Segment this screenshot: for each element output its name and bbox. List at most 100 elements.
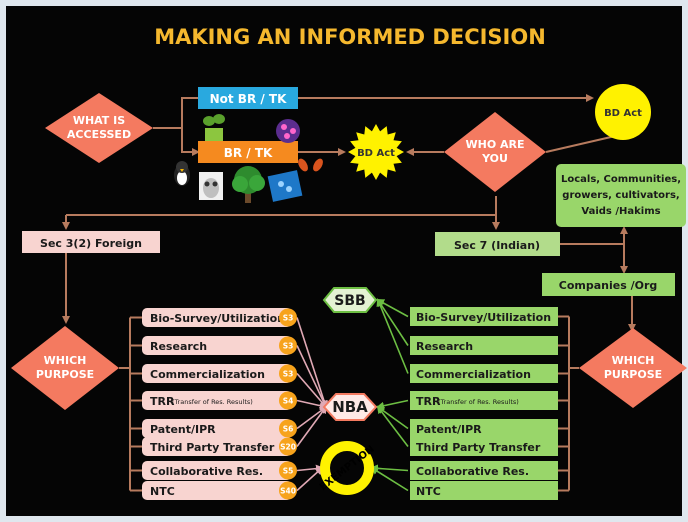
arrow-to-authority — [376, 405, 409, 447]
which-purpose-left-line2: PURPOSE — [36, 368, 94, 381]
arrow-to-authority — [296, 466, 324, 492]
purpose-label: NTC — [150, 485, 175, 498]
arrow-to-authority — [296, 405, 328, 447]
left-purpose-collaborative-res: Collaborative Res. S5 — [142, 461, 297, 480]
left-purpose-patent-ipr: Patent/IPR S6 — [142, 419, 297, 438]
bd-act-circle-right: BD Act — [595, 84, 651, 140]
bd-act-center-label: BD Act — [357, 148, 395, 159]
purpose-sublabel: (Transfer of Res. Results) — [172, 398, 253, 406]
nba-label: NBA — [332, 398, 368, 416]
sbb-arrows — [370, 298, 409, 492]
right-purpose-patent-ipr: Patent/IPR — [410, 419, 558, 438]
right-purpose-trr: TRR(Transfer of Res. Results) — [410, 391, 558, 410]
arrow-to-authority — [376, 298, 409, 374]
who-are-you-line1: WHO ARE — [465, 138, 524, 151]
connectors — [62, 94, 636, 332]
locals-line1: Locals, Communities, — [561, 174, 681, 185]
purpose-box — [410, 461, 558, 480]
purpose-label: Patent/IPR — [416, 423, 482, 436]
arrow-to-authority — [376, 298, 409, 346]
purpose-label: Research — [416, 340, 473, 353]
right-purpose-third-party-transfer: Third Party Transfer — [410, 437, 558, 456]
which-purpose-diamond-left: WHICH PURPOSE — [11, 326, 119, 410]
which-purpose-right-line2: PURPOSE — [604, 368, 662, 381]
molecule-icon — [276, 119, 300, 143]
arrow-to-authority — [296, 464, 324, 473]
purpose-brackets — [119, 315, 579, 492]
sec-indian-box: Sec 7 (Indian) — [435, 232, 560, 256]
purpose-label: Commercialization — [150, 368, 265, 381]
purpose-box — [410, 419, 558, 438]
who-are-you-line2: YOU — [481, 152, 508, 165]
purpose-box — [142, 437, 292, 456]
purpose-label: Bio-Survey/Utilization — [150, 312, 285, 325]
seeds-icon — [298, 158, 323, 172]
purpose-box — [410, 481, 558, 500]
sec-foreign-label: Sec 3(2) Foreign — [40, 237, 142, 250]
arrow-to-authority — [376, 399, 409, 410]
purpose-label: TRR — [150, 395, 175, 408]
not-br-tk-label: Not BR / TK — [210, 92, 288, 106]
purpose-box — [142, 481, 292, 500]
locals-line2: growers, cultivators, — [562, 190, 679, 201]
br-tk-box: BR / TK — [198, 141, 298, 163]
purpose-label: Research — [150, 340, 207, 353]
section-badge — [279, 308, 297, 327]
section-badge-label: S3 — [283, 342, 294, 351]
locals-box: Locals, Communities, growers, cultivator… — [556, 164, 686, 227]
exemption-ring: EXEMPTION — [318, 441, 377, 495]
purpose-sublabel: (Transfer of Res. Results) — [438, 398, 519, 406]
left-purpose-research: Research S3 — [142, 336, 297, 355]
purpose-box — [142, 336, 292, 355]
section-badge — [279, 481, 297, 500]
what-is-accessed-line2: ACCESSED — [67, 128, 131, 141]
purpose-box — [410, 364, 558, 383]
arrow-to-authority — [370, 466, 409, 492]
section-badge — [279, 437, 297, 456]
who-are-you-diamond: WHO ARE YOU — [444, 112, 546, 192]
purpose-box — [142, 391, 292, 410]
section-badge-label: S6 — [283, 425, 294, 434]
which-purpose-right-line1: WHICH — [612, 354, 655, 367]
bd-act-sun-center: BD Act — [348, 124, 404, 180]
purpose-box — [410, 307, 558, 326]
purpose-label: Patent/IPR — [150, 423, 216, 436]
br-tk-label: BR / TK — [224, 146, 273, 160]
purpose-label: TRR — [416, 395, 441, 408]
section-badge — [279, 391, 297, 410]
left-purpose-trr: TRR(Transfer of Res. Results) S4 — [142, 391, 297, 410]
owl-icon — [199, 172, 223, 200]
nba-arrows — [296, 317, 328, 492]
purpose-box — [142, 419, 292, 438]
section-badge-label: S4 — [283, 397, 294, 406]
penguin-icon — [174, 161, 190, 186]
right-purpose-research: Research — [410, 336, 558, 355]
section-badge — [279, 419, 297, 438]
section-badge — [279, 336, 297, 355]
section-badge-label: S5 — [283, 467, 294, 476]
arrow-to-authority — [296, 372, 328, 409]
right-purpose-list: Bio-Survey/UtilizationResearchCommercial… — [410, 307, 558, 500]
purpose-box — [410, 437, 558, 456]
sec-foreign-box: Sec 3(2) Foreign — [22, 231, 160, 253]
sbb-label: SBB — [334, 293, 365, 309]
right-purpose-bio-survey-utilization: Bio-Survey/Utilization — [410, 307, 558, 326]
purpose-box — [410, 391, 558, 410]
purpose-label: Collaborative Res. — [150, 465, 263, 478]
not-br-tk-box: Not BR / TK — [198, 87, 298, 109]
microbe-icon — [267, 170, 303, 202]
companies-label: Companies /Org — [559, 279, 658, 292]
purpose-label: Bio-Survey/Utilization — [416, 311, 551, 324]
purpose-box — [410, 336, 558, 355]
right-purpose-ntc: NTC — [410, 481, 558, 500]
section-badge-label: S3 — [283, 370, 294, 379]
which-purpose-left-line1: WHICH — [44, 354, 87, 367]
bd-act-right-label: BD Act — [604, 108, 642, 119]
section-badge-label: S40 — [280, 487, 296, 496]
section-badge — [279, 364, 297, 383]
arrow-to-authority — [296, 345, 328, 409]
section-badge-label: S3 — [283, 314, 294, 323]
